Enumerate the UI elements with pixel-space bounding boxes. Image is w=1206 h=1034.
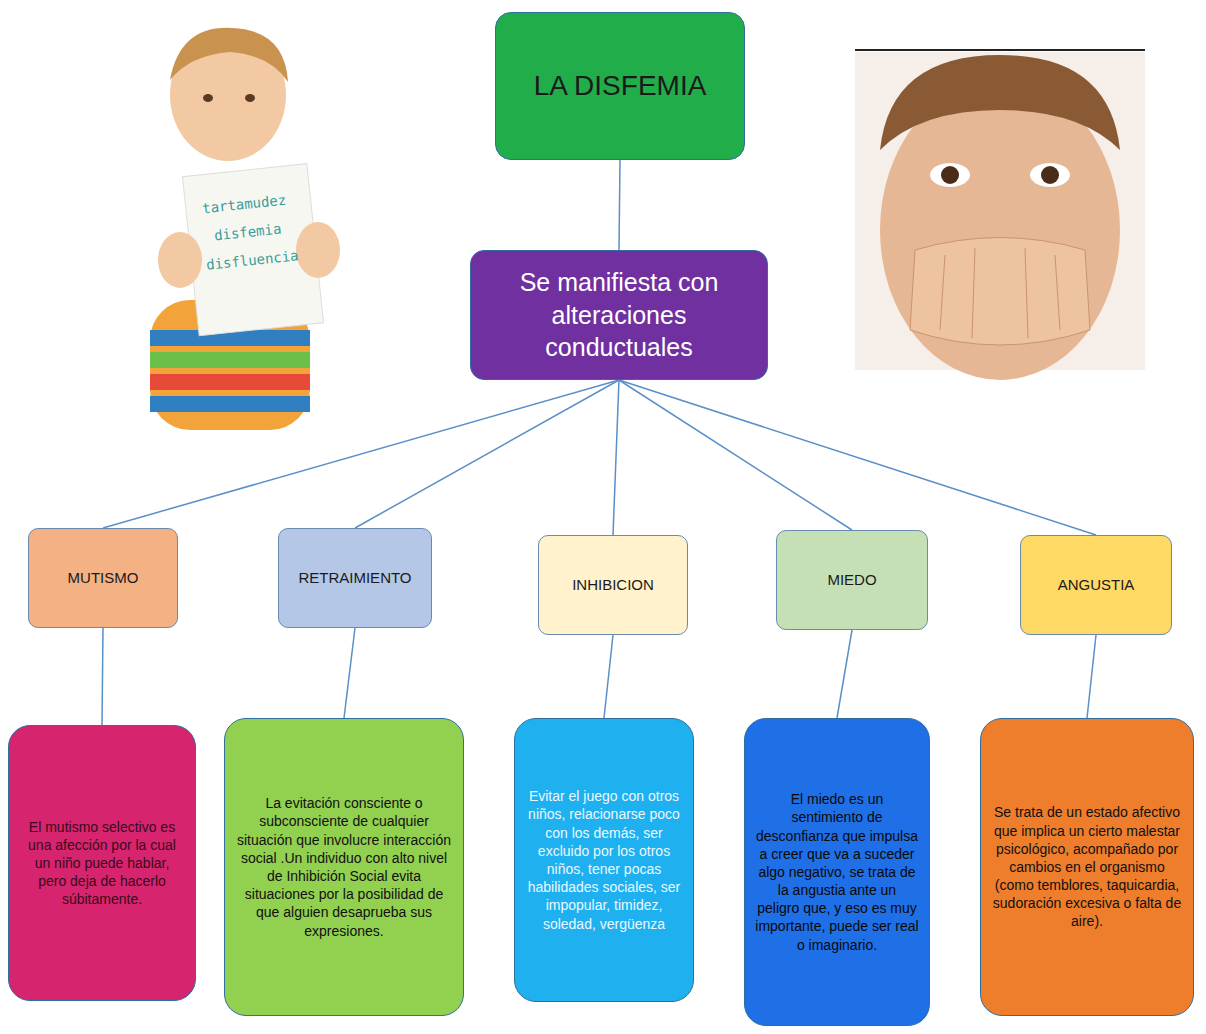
connector-line	[103, 380, 619, 528]
sign-text: disfluencia	[205, 247, 299, 273]
node-text: ANGUSTIA	[1058, 575, 1135, 595]
connector-line	[619, 160, 620, 250]
connector-line	[619, 380, 1096, 535]
node-text: LA DISFEMIA	[534, 68, 707, 104]
node-text: INHIBICION	[572, 575, 654, 595]
node-text: La evitación consciente o subconsciente …	[235, 794, 453, 940]
sign-text: tartamudez	[201, 192, 287, 217]
connector-line	[1087, 635, 1096, 718]
node-text: MIEDO	[827, 570, 876, 590]
category-box: MIEDO	[776, 530, 928, 630]
node-text: Se trata de un estado afectivo que impli…	[991, 803, 1183, 930]
description-box: Evitar el juego con otros niños, relacio…	[514, 718, 694, 1002]
category-box: RETRAIMIENTO	[278, 528, 432, 628]
description-box: El miedo es un sentimiento de desconfian…	[744, 718, 930, 1026]
connector-line	[837, 630, 852, 718]
sign-text: disfemia	[213, 221, 282, 244]
node-text: El mutismo selectivo es una afección por…	[19, 818, 185, 909]
node-text: MUTISMO	[68, 568, 139, 588]
category-box: MUTISMO	[28, 528, 178, 628]
connector-line	[619, 380, 852, 530]
subtitle-box: Se manifiesta con alteraciones conductua…	[470, 250, 768, 380]
node-text: Se manifiesta con alteraciones conductua…	[481, 266, 757, 364]
connector-line	[355, 380, 619, 528]
connector-line	[613, 380, 619, 535]
title-box: LA DISFEMIA	[495, 12, 745, 160]
description-box: La evitación consciente o subconsciente …	[224, 718, 464, 1016]
description-box: El mutismo selectivo es una afección por…	[8, 725, 196, 1001]
connector-line	[604, 635, 613, 718]
node-text: RETRAIMIENTO	[298, 568, 411, 588]
description-box: Se trata de un estado afectivo que impli…	[980, 718, 1194, 1016]
child-with-sign	[150, 28, 340, 430]
category-box: ANGUSTIA	[1020, 535, 1172, 635]
node-text: Evitar el juego con otros niños, relacio…	[525, 787, 683, 933]
child-covering-mouth	[855, 50, 1145, 380]
connector-line	[102, 628, 103, 725]
connector-line	[344, 628, 355, 718]
node-text: El miedo es un sentimiento de desconfian…	[755, 790, 919, 954]
category-box: INHIBICION	[538, 535, 688, 635]
